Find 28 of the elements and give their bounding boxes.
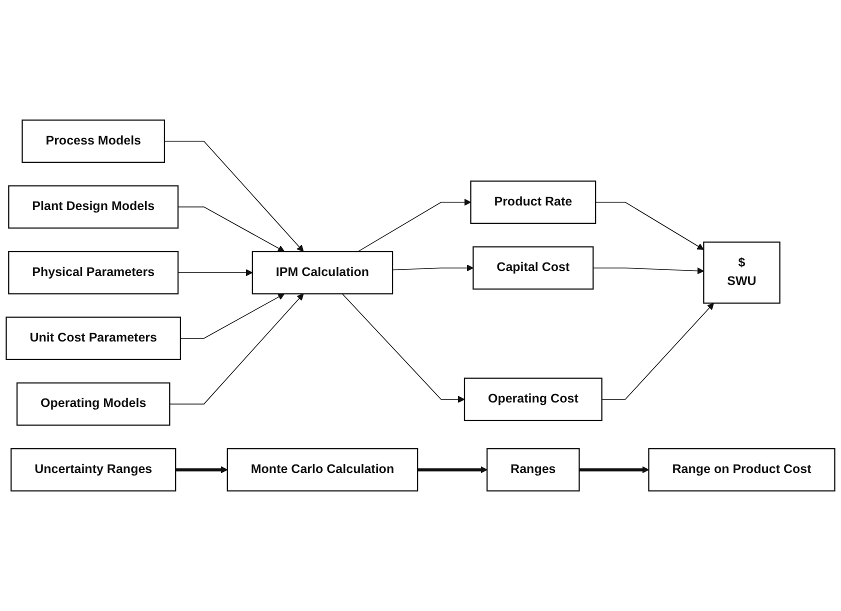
arrow — [601, 302, 714, 400]
arrow — [358, 198, 472, 252]
arrow — [579, 466, 650, 474]
node-box: Product Rate — [470, 180, 596, 224]
arrow — [176, 466, 228, 474]
arrow — [392, 264, 474, 272]
node-box: Ranges — [486, 448, 580, 492]
node-box: $ SWU — [703, 242, 780, 304]
arrow — [178, 269, 253, 276]
arrow — [164, 140, 304, 252]
node-box: IPM Calculation — [252, 250, 394, 294]
node-box: Plant Design Models — [8, 185, 179, 229]
node-box: Uncertainty Ranges — [10, 448, 176, 492]
arrow — [342, 293, 465, 403]
node-box: Operating Cost — [464, 378, 602, 422]
node-box: Monte Carlo Calculation — [226, 448, 418, 492]
node-box: Unit Cost Parameters — [6, 316, 182, 360]
node-box: Operating Models — [16, 382, 170, 426]
arrow — [180, 293, 285, 339]
arrow — [595, 202, 704, 250]
arrow — [178, 206, 285, 252]
node-box: Process Models — [22, 120, 166, 163]
node-box: Range on Product Cost — [648, 448, 836, 492]
arrow — [169, 293, 304, 404]
node-box: Physical Parameters — [8, 250, 179, 294]
node-box: Capital Cost — [472, 246, 594, 290]
arrow — [592, 267, 704, 274]
arrow — [418, 466, 488, 474]
